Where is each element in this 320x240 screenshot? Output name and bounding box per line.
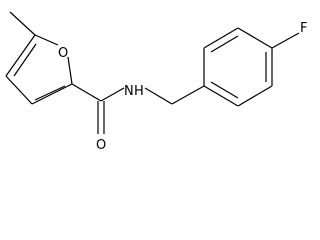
furan-bond-c3-c3-inner [34, 85, 66, 101]
amide-hydrogen-label: H [134, 84, 144, 99]
benzene-bond-5 [237, 85, 273, 107]
bond-carbonyl-nitrogen [100, 87, 125, 102]
methyl-bond [9, 11, 36, 36]
structure-canvas: O N H O F [5, 11, 308, 153]
furan-ring [5, 11, 73, 105]
amide-nitrogen-label: N [124, 84, 134, 99]
furan-bond-o-c2 [67, 56, 73, 85]
fluorobenzene-ring [203, 27, 300, 107]
ring-oxygen-label: O [58, 46, 68, 61]
benzene-inner-bond-a [210, 35, 239, 53]
benzene-bond-3 [237, 27, 273, 49]
bond-nitrogen-ch2 [144, 87, 173, 105]
bond-benzene-fluorine [271, 32, 300, 49]
benzene-inner-bond-c [210, 81, 239, 99]
carbonyl-oxygen-label: O [96, 138, 106, 153]
bond-furan-carbonyl [71, 83, 102, 102]
fluorine-label: F [300, 21, 307, 36]
bond-ch2-benzene [171, 85, 205, 105]
benzene-bond-6 [203, 85, 239, 107]
molecule-structure: O N H O F [5, 11, 307, 153]
furan-bond-c3-c4 [5, 75, 33, 105]
furan-bond-c4-c5 [5, 34, 36, 77]
benzene-bond-2 [203, 27, 239, 49]
furan-bond-c4-c5-inner [13, 43, 37, 77]
furan-bond-c5-o [34, 34, 59, 46]
amide-group [71, 83, 205, 134]
furan-bond-c2-c3 [31, 83, 73, 105]
